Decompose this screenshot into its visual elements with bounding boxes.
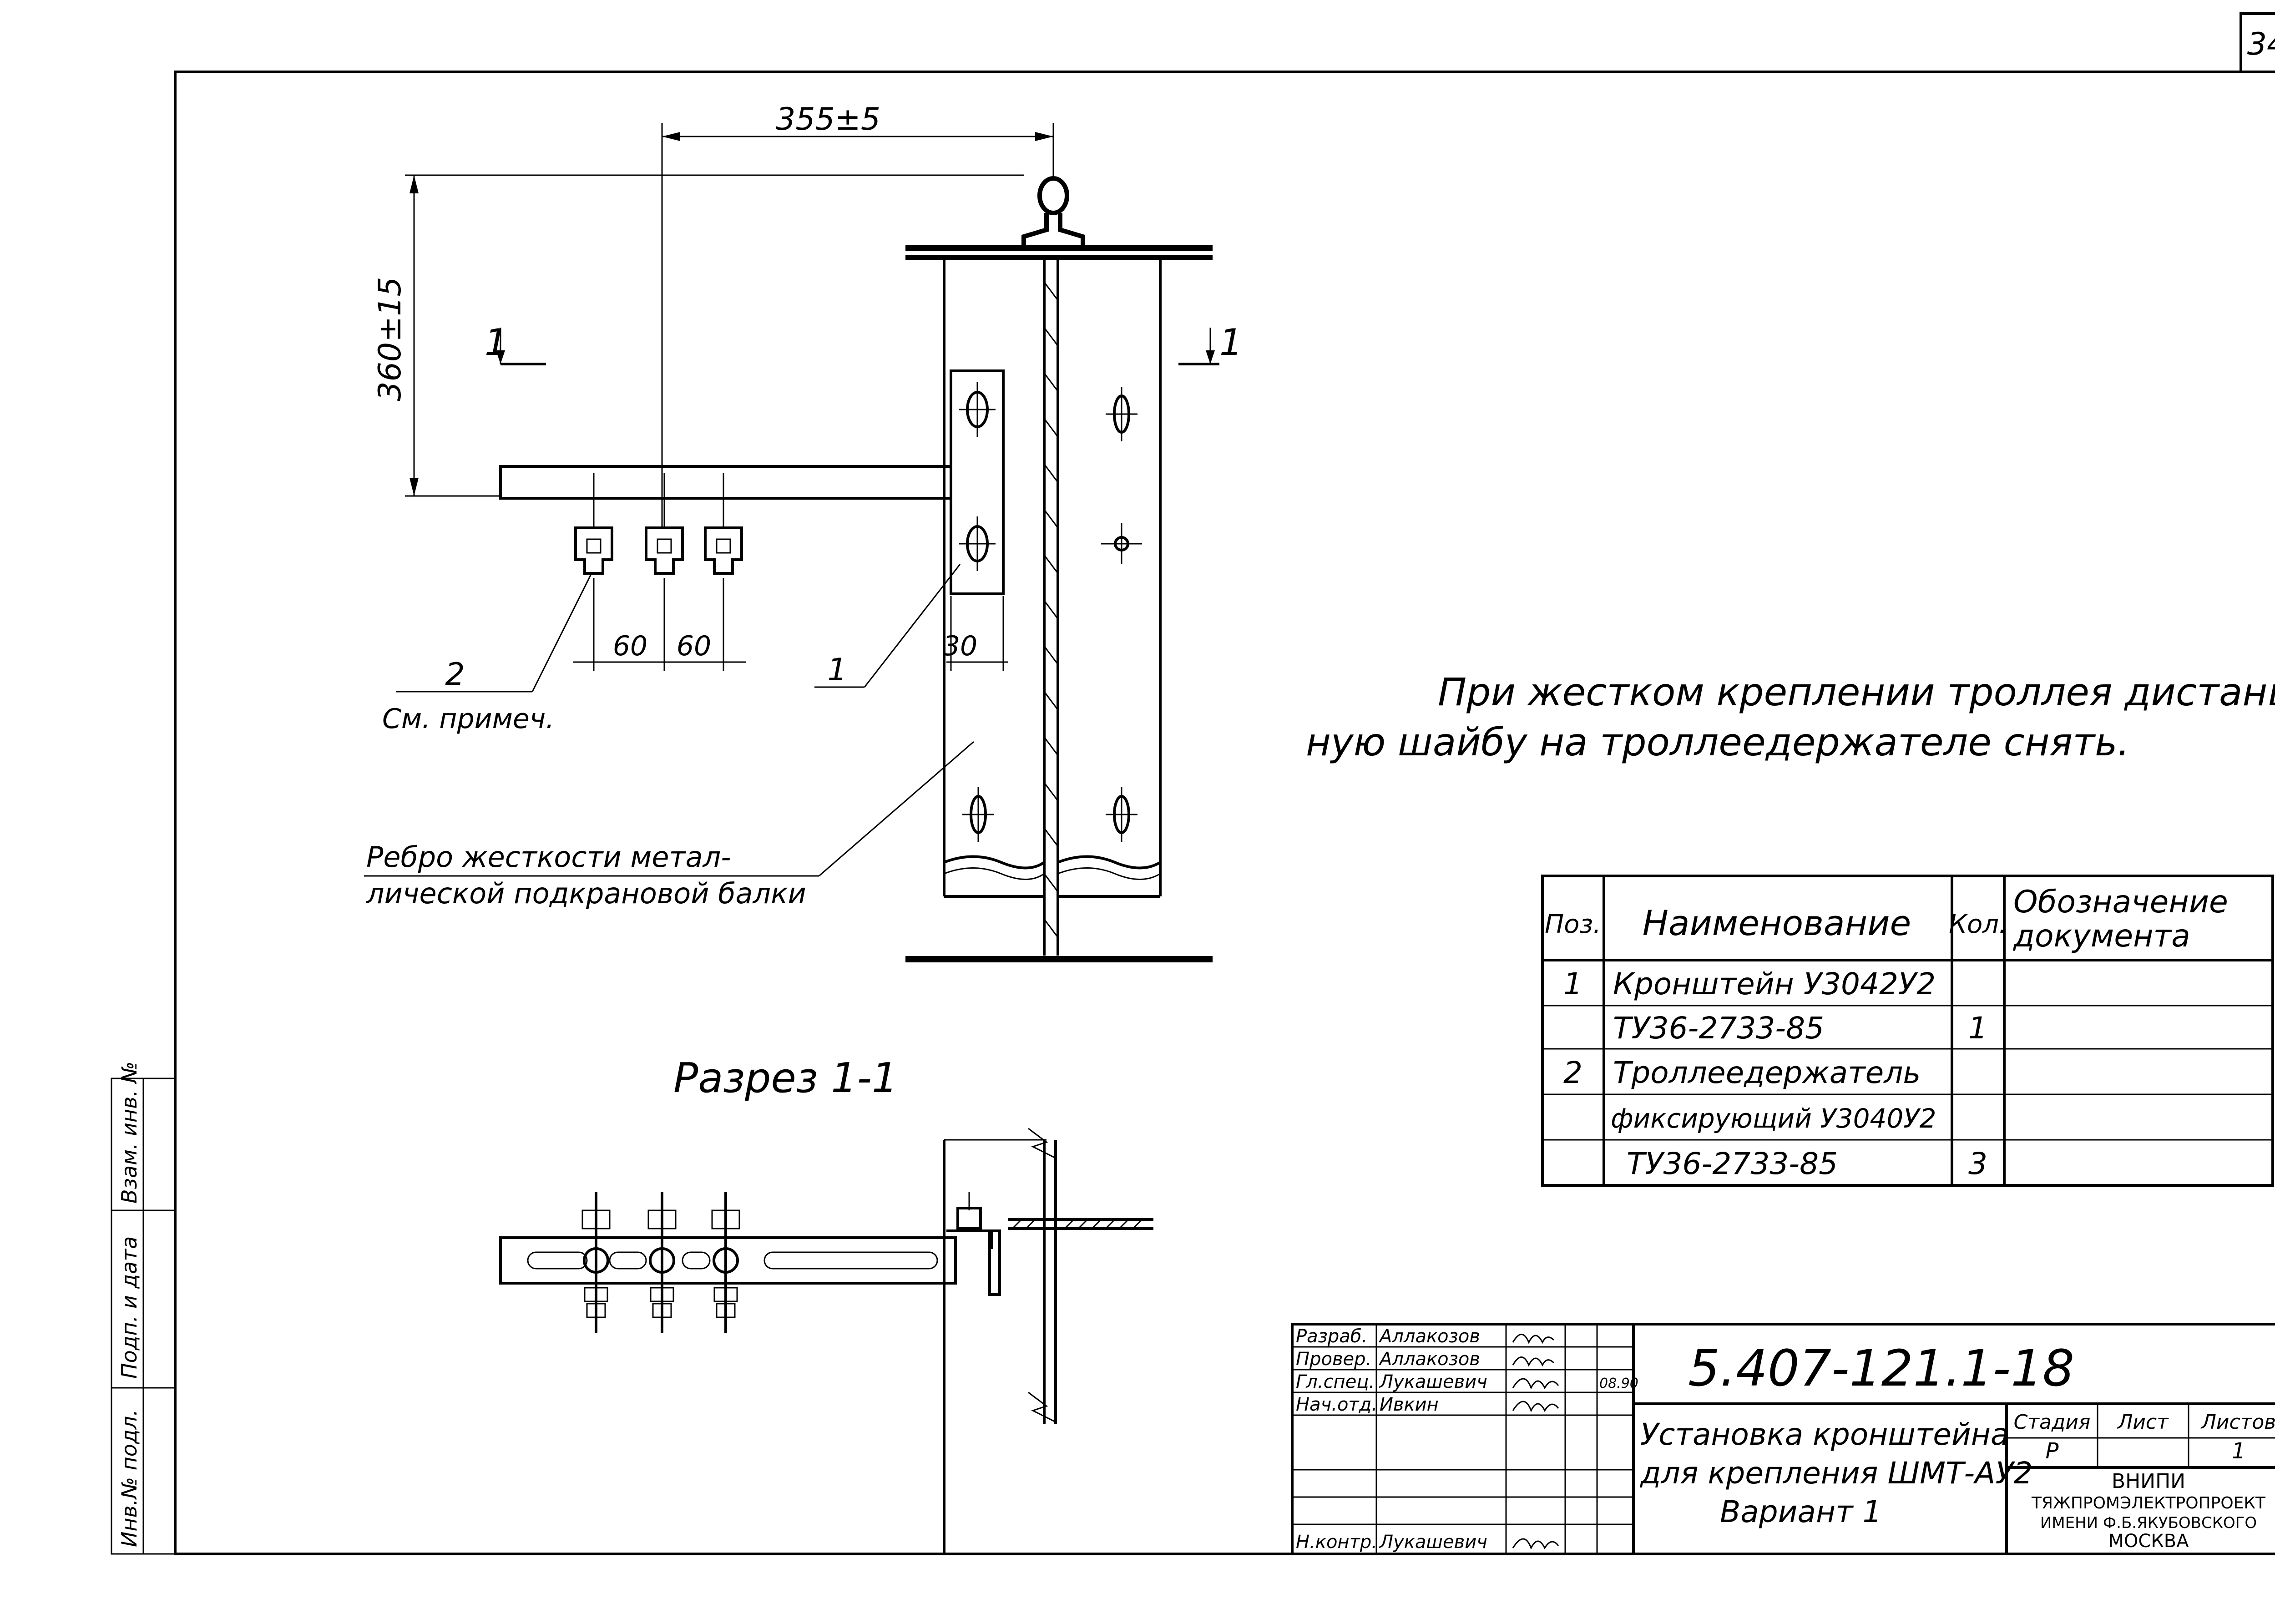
organization-line4: МОСКВА xyxy=(2108,1531,2189,1552)
section-view xyxy=(499,1128,1153,1554)
table-header-qty: Кол. xyxy=(1949,910,2007,939)
section-title: Разрез 1-1 xyxy=(673,1054,898,1102)
spec-table xyxy=(1541,875,2274,1187)
signature-name: Ивкин xyxy=(1380,1394,1439,1415)
side-stamp-sign-date: Подп. и дата xyxy=(117,1236,142,1379)
side-stamp-replacement: Взам. инв. № xyxy=(117,1062,142,1204)
section-marker-label-left: 1 xyxy=(485,321,508,364)
main-view: 355±5 360±15 60 60 30 1 xyxy=(364,101,1243,962)
section-marker-right xyxy=(1178,328,1219,365)
note-line2: ную шайбу на троллеедержателе снять. xyxy=(1306,720,2129,764)
signature-role: Гл.спец. xyxy=(1296,1371,1375,1392)
signature-date: 08.90 xyxy=(1599,1376,1638,1391)
slotted-hole-icon xyxy=(1106,787,1138,842)
side-stamp-inventory: Инв.№ подл. xyxy=(117,1409,142,1547)
table-header-name: Наименование xyxy=(1643,903,1911,943)
side-stamp: Взам. инв. № Подп. и дата Инв.№ подл. xyxy=(111,1062,176,1555)
signature-name: Аллакозов xyxy=(1378,1349,1480,1370)
table-row-name: фиксирующий У3040У2 xyxy=(1611,1103,1936,1134)
table-header-doc-1: Обозначение xyxy=(2013,884,2228,920)
signature-role: Провер. xyxy=(1296,1349,1371,1370)
document-title-line3: Вариант 1 xyxy=(1720,1494,1882,1529)
section-marker-label-right: 1 xyxy=(1219,321,1243,364)
slotted-hole-icon xyxy=(962,787,994,842)
table-row-qty: 3 xyxy=(1968,1146,1987,1181)
signature-name: Аллакозов xyxy=(1378,1326,1480,1347)
bolt-assembly-icon xyxy=(711,1192,740,1333)
round-hole-icon xyxy=(1101,523,1142,564)
document-title-line2: для крепления ШМТ-АУ2 xyxy=(1640,1456,2033,1491)
title-block xyxy=(1291,1323,2275,1555)
signature-scribbles xyxy=(1512,1334,1559,1550)
dimension-355 xyxy=(661,123,1054,528)
bolt-assembly-icon xyxy=(581,1192,611,1333)
table-header-doc-2: документа xyxy=(2013,918,2190,954)
table-row-name: Кронштейн У3042У2 xyxy=(1613,966,1936,1002)
stage-value: Р xyxy=(2046,1438,2059,1464)
stage-label: Стадия xyxy=(2014,1411,2091,1434)
dimension-spacing-1: 60 xyxy=(613,630,647,662)
table-row-pos: 1 xyxy=(1563,966,1582,1002)
trolley-holder-icon xyxy=(645,473,684,575)
crane-rail-icon xyxy=(1021,176,1085,250)
callout-position-1: 1 xyxy=(827,652,847,688)
document-code: 5.407-121.1-18 xyxy=(1688,1339,2074,1397)
dimension-spacing-2: 60 xyxy=(677,630,711,662)
slotted-hole-icon xyxy=(959,516,996,571)
trolley-holder-icon xyxy=(704,473,743,575)
note-line1: При жестком креплении троллея дистанцион… xyxy=(1438,670,2275,714)
signature-role: Нач.отд. xyxy=(1296,1394,1377,1415)
sheets-label: Листов xyxy=(2200,1411,2275,1434)
table-header-pos: Поз. xyxy=(1545,910,1601,939)
document-title-line1: Установка кронштейна xyxy=(1640,1417,2009,1452)
callout-see-note: См. примеч. xyxy=(382,703,554,735)
rib-label-line2: лической подкрановой балки xyxy=(366,877,806,910)
dimension-spacing xyxy=(573,578,1008,671)
sheet-number: 34 xyxy=(2247,26,2275,62)
slotted-hole-icon xyxy=(959,382,996,437)
table-row-name: ТУ36-2733-85 xyxy=(1627,1146,1838,1181)
table-row-name: ТУ36-2733-85 xyxy=(1613,1011,1824,1046)
callout-position-2: 2 xyxy=(445,657,465,693)
signature-role: Разраб. xyxy=(1296,1326,1367,1347)
rib-label-line1: Ребро жесткости метал- xyxy=(366,840,731,874)
slotted-hole-icon xyxy=(1106,387,1138,441)
dimension-vertical: 360±15 xyxy=(372,277,408,401)
bolt-assembly-icon xyxy=(647,1192,677,1333)
signature-name: Лукашевич xyxy=(1379,1371,1487,1392)
sheets-value: 1 xyxy=(2232,1438,2246,1464)
dimension-horizontal: 355±5 xyxy=(776,101,880,137)
organization-line2: ТЯЖПРОМЭЛЕКТРОПРОЕКТ xyxy=(2031,1494,2266,1513)
signature-role: Н.контр. xyxy=(1296,1532,1377,1553)
organization-line3: ИМЕНИ Ф.Б.ЯКУБОВСКОГО xyxy=(2040,1514,2257,1532)
trolley-holder-icon xyxy=(574,473,613,575)
sheet-label: Лист xyxy=(2117,1411,2169,1434)
table-row-name: Троллеедержатель xyxy=(1613,1055,1921,1090)
table-row-pos: 2 xyxy=(1563,1055,1582,1090)
table-row-qty: 1 xyxy=(1968,1011,1987,1046)
organization-line1: ВНИПИ xyxy=(2112,1470,2185,1493)
section-marker-left xyxy=(496,328,546,365)
signature-name: Лукашевич xyxy=(1379,1532,1487,1553)
dimension-offset: 30 xyxy=(943,630,977,662)
dimension-360 xyxy=(405,174,1024,497)
